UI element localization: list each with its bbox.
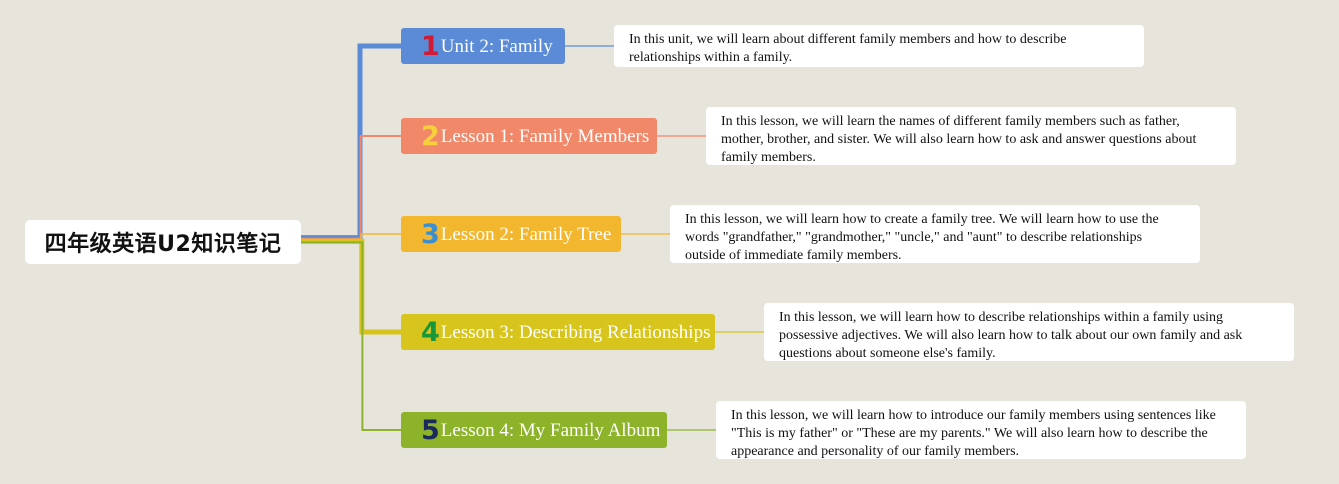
branch-number: 1 (421, 30, 440, 62)
branch-note-3[interactable]: In this lesson, we will learn how to cre… (670, 205, 1200, 263)
branch-number: 2 (421, 120, 440, 152)
branch-note-text: In this lesson, we will learn the names … (721, 114, 1197, 165)
branch-note-text: In this unit, we will learn about differ… (629, 32, 1067, 65)
branch-number: 4 (421, 316, 440, 348)
branch-number: 3 (421, 218, 440, 250)
branch-note-5[interactable]: In this lesson, we will learn how to int… (716, 401, 1246, 459)
root-topic[interactable]: 四年级英语U2知识笔记 (25, 220, 301, 264)
branch-label: Lesson 1: Family Members (440, 125, 650, 147)
branch-note-text: In this lesson, we will learn how to des… (779, 310, 1243, 361)
connector-root-to-branch-5 (301, 241, 401, 431)
connector-root-to-branch-1 (301, 43, 401, 241)
branch-label: Lesson 4: My Family Album (440, 419, 661, 441)
branch-number: 5 (421, 414, 440, 446)
connector-root-to-branch-4 (301, 238, 401, 335)
root-topic-title: 四年级英语U2知识笔记 (44, 232, 282, 257)
branch-label: Lesson 3: Describing Relationships (440, 321, 711, 343)
branch-note-text: In this lesson, we will learn how to int… (731, 408, 1216, 459)
branch-label: Unit 2: Family (440, 35, 553, 57)
branch-label: Lesson 2: Family Tree (440, 223, 612, 245)
branch-note-2[interactable]: In this lesson, we will learn the names … (706, 107, 1236, 165)
connector-root-to-branch-2 (301, 135, 401, 240)
branch-note-text: In this lesson, we will learn how to cre… (685, 212, 1159, 263)
branch-note-4[interactable]: In this lesson, we will learn how to des… (764, 303, 1294, 361)
branch-note-1[interactable]: In this unit, we will learn about differ… (614, 25, 1144, 67)
